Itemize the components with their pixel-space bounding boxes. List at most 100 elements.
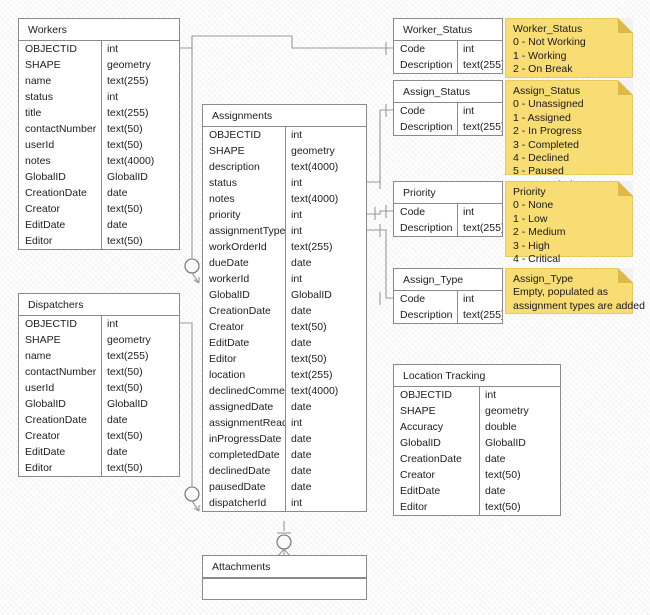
note-line: 1 - Working (513, 49, 567, 62)
field-name: declinedDate (209, 465, 271, 477)
field-type: text(255) (463, 121, 502, 133)
field-type: text(50) (107, 139, 143, 151)
field-type: text(50) (107, 462, 143, 474)
field-name: assignmentRead (209, 417, 285, 429)
field-name: name (25, 75, 52, 87)
note-line: assignment types are added (513, 299, 645, 312)
note-line: 3 - Completed (513, 138, 579, 151)
column-divider (101, 41, 102, 249)
field-type: text(255) (291, 369, 333, 381)
field-name: Code (400, 43, 426, 55)
table-title-attachments: Attachments (203, 556, 366, 578)
field-type: int (485, 389, 497, 401)
table-attachments[interactable]: Attachments (202, 555, 367, 600)
field-name: userId (25, 139, 55, 151)
note-title: Assign_Type (513, 273, 574, 285)
field-name: inProgressDate (209, 433, 282, 445)
field-type: text(50) (107, 235, 143, 247)
field-type: date (485, 485, 506, 497)
field-type: date (107, 187, 128, 199)
table-row: declinedCommenttext(4000) (203, 383, 366, 399)
field-type: text(255) (463, 59, 502, 71)
field-type: date (291, 465, 312, 477)
field-type: int (291, 417, 303, 429)
field-name: Code (400, 293, 426, 305)
field-type: text(4000) (291, 193, 339, 205)
column-divider (457, 103, 458, 135)
field-name: Description (400, 121, 453, 133)
field-type: int (107, 318, 119, 330)
field-type: int (291, 273, 303, 285)
note-fold-corner-icon (618, 268, 633, 283)
field-name: contactNumber (25, 123, 97, 135)
note-line: 2 - On Break (513, 63, 573, 76)
table-title-assignments: Assignments (203, 105, 366, 127)
note-line: 4 - Declined (513, 152, 570, 165)
field-name: OBJECTID (25, 318, 77, 330)
field-name: workerId (209, 273, 250, 285)
field-name: title (25, 107, 42, 119)
connector-assignments-assign-type (367, 224, 393, 305)
connector-workers-assignments (180, 47, 200, 284)
note-line: 1 - Low (513, 212, 548, 225)
field-type: text(255) (463, 222, 502, 234)
field-type: int (291, 129, 303, 141)
field-type: int (291, 177, 303, 189)
field-type: text(50) (107, 366, 143, 378)
field-type: int (463, 105, 475, 117)
field-name: CreationDate (400, 453, 462, 465)
field-type: text(50) (485, 501, 521, 513)
table-row: Editor text(50) (19, 233, 179, 249)
field-name: Editor (25, 235, 53, 247)
column-divider (101, 316, 102, 476)
field-type: date (291, 337, 312, 349)
field-type: text(50) (291, 321, 327, 333)
table-title-assign_status: Assign_Status (394, 81, 502, 103)
field-name: Description (400, 59, 453, 71)
field-type: int (107, 91, 119, 103)
field-name: Description (400, 222, 453, 234)
field-type: double (485, 421, 517, 433)
field-name: EditDate (25, 446, 66, 458)
field-type: date (291, 449, 312, 461)
note-line: 1 - Assigned (513, 111, 571, 124)
connector-workers-worker-status (180, 35, 393, 55)
field-name: SHAPE (400, 405, 436, 417)
table-row: Code int (394, 103, 502, 119)
field-name: Code (400, 105, 426, 117)
field-name: SHAPE (25, 334, 61, 346)
field-name: OBJECTID (400, 389, 452, 401)
field-name: OBJECTID (209, 129, 261, 141)
